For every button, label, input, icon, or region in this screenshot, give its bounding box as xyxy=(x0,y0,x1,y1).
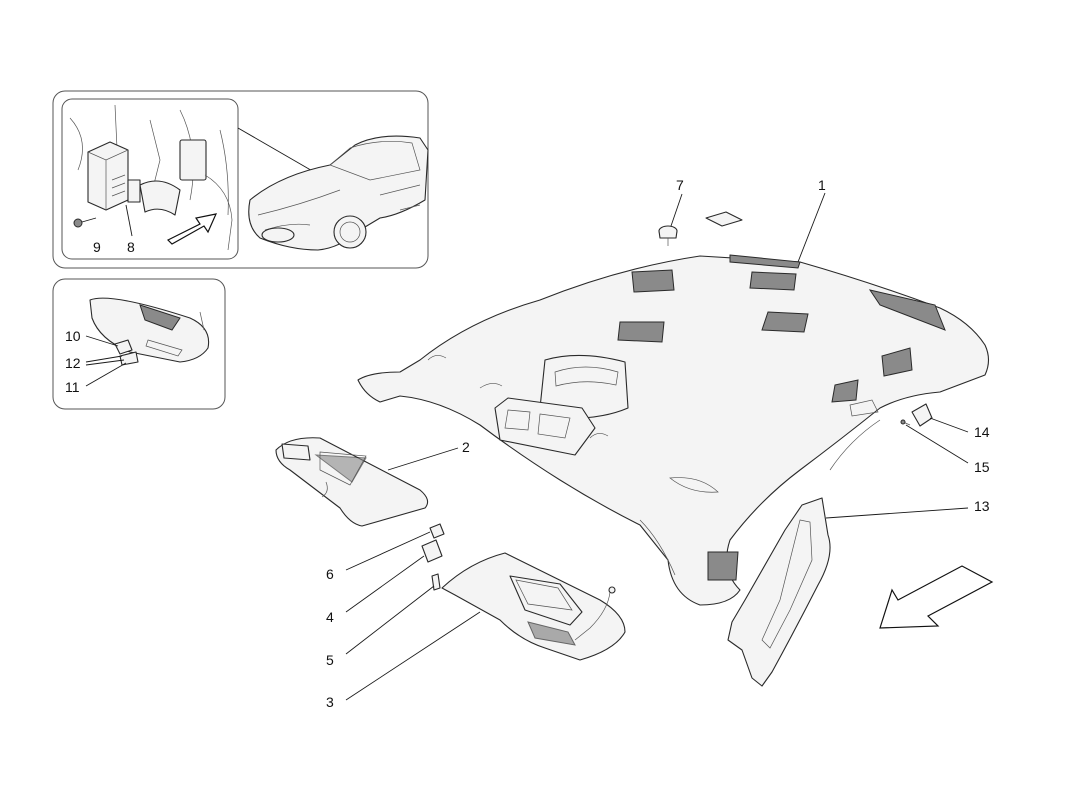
callout-15: 15 xyxy=(974,459,990,475)
callout-2: 2 xyxy=(462,439,470,455)
pad-piece xyxy=(705,211,743,227)
inset-control-unit: 9 8 xyxy=(52,90,429,269)
callout-9: 9 xyxy=(93,239,101,255)
callout-11: 11 xyxy=(65,379,80,395)
connector-block xyxy=(179,139,207,181)
part-13-pillar-trim: 13 xyxy=(727,497,990,687)
part-3-sun-visor-right: 3 xyxy=(326,552,626,710)
callout-13: 13 xyxy=(974,498,990,514)
part-7-fastener: 7 xyxy=(658,177,743,246)
callout-14: 14 xyxy=(974,424,990,440)
control-unit-module xyxy=(87,141,141,211)
callout-6: 6 xyxy=(326,566,334,582)
callout-10: 10 xyxy=(65,328,81,344)
inset-visor-detail: 10 12 11 xyxy=(52,278,226,410)
callout-3: 3 xyxy=(326,694,334,710)
inset-arrow-icon xyxy=(166,213,218,245)
overhead-console xyxy=(494,397,596,456)
callout-8: 8 xyxy=(127,239,135,255)
callout-1: 1 xyxy=(818,177,826,193)
callout-4: 4 xyxy=(326,609,334,625)
part-14-15-bracket: 14 15 xyxy=(900,403,990,475)
headliner-panel: 1 xyxy=(357,177,990,606)
front-direction-arrow-icon xyxy=(879,565,994,629)
callout-5: 5 xyxy=(326,652,334,668)
callout-7: 7 xyxy=(676,177,684,193)
part-2-sun-visor-left: 2 xyxy=(275,437,470,527)
car-illustration xyxy=(248,135,429,251)
callout-12: 12 xyxy=(65,355,81,371)
screw-9 xyxy=(73,217,97,228)
part-4-5-6-hinge: 6 4 5 xyxy=(326,523,445,668)
